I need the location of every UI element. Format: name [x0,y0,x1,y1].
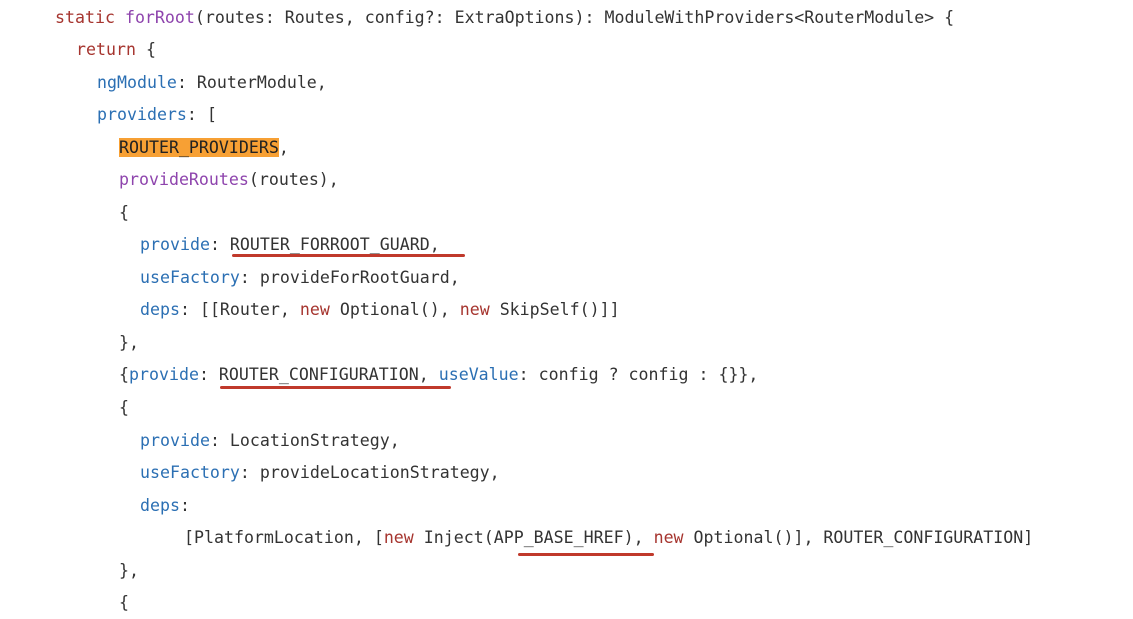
code-text: : [ [186,105,217,124]
code-text: { [119,398,129,417]
code-line-5: ROUTER_PROVIDERS, [119,131,289,164]
code-line-8: provide: ROUTER_FORROOT_GUARD, [140,228,440,261]
keyword-return: return [76,40,136,59]
property-usevalue: useValue [438,365,519,384]
code-text: Optional()], ROUTER_CONFIGURATION] [683,528,1034,547]
code-line-9: useFactory: provideForRootGuard, [140,261,460,294]
code-text: : [[Router, [179,300,300,319]
code-line-4: providers: [ [97,98,217,131]
property-usefactory: useFactory [140,463,240,482]
code-text: : LocationStrategy, [209,431,400,450]
red-underline-router-configuration [220,386,451,389]
property-usefactory: useFactory [140,268,240,287]
code-line-14: provide: LocationStrategy, [140,424,400,457]
code-text: (routes), [248,170,339,189]
keyword-new: new [383,528,414,547]
code-text: }, [119,561,139,580]
property-deps: deps [140,496,180,515]
code-line-3: ngModule: RouterModule, [97,66,327,99]
keyword-new: new [653,528,684,547]
code-text: [PlatformLocation, [ [184,528,384,547]
code-viewer: static forRoot(routes: Routes, config?: … [55,1,1033,612]
property-provide: provide [140,431,210,450]
highlighted-router-providers: ROUTER_PROVIDERS [119,138,279,157]
keyword-new: new [459,300,490,319]
code-line-1: static forRoot(routes: Routes, config?: … [55,1,954,34]
code-line-6: provideRoutes(routes), [119,163,339,196]
code-line-2: return { [76,33,156,66]
code-text: : ROUTER_CONFIGURATION, [198,365,439,384]
red-underline-forroot-guard [232,254,465,257]
red-underline-app-base-href [518,553,654,556]
code-line-15: useFactory: provideLocationStrategy, [140,456,500,489]
keyword-static: static [55,8,115,27]
code-text: }, [119,333,139,352]
keyword-new: new [299,300,330,319]
function-forroot: forRoot [124,8,195,27]
code-text: { [135,40,156,59]
code-text: : config ? config : {}}, [518,365,759,384]
code-line-19: { [119,586,129,619]
code-line-7: { [119,196,129,229]
property-provide: provide [140,235,210,254]
code-text: : ROUTER_FORROOT_GUARD, [209,235,440,254]
code-text: : provideLocationStrategy, [239,463,500,482]
code-line-10: deps: [[Router, new Optional(), new Skip… [140,293,620,326]
code-text: (routes: Routes, config?: ExtraOptions):… [194,8,955,27]
code-line-17: [PlatformLocation, [new Inject(APP_BASE_… [184,521,1033,554]
code-line-13: { [119,391,129,424]
code-text: { [119,365,129,384]
code-line-16: deps: [140,489,190,522]
code-text: SkipSelf()]] [489,300,620,319]
code-text: , [278,138,289,157]
code-text: Optional(), [329,300,460,319]
code-line-18: }, [119,554,139,587]
code-line-12: {provide: ROUTER_CONFIGURATION, useValue… [119,358,758,391]
code-text: : RouterModule, [176,73,327,92]
property-ngmodule: ngModule [97,73,177,92]
code-text: { [119,593,129,612]
property-providers: providers [97,105,187,124]
code-text: : [179,496,190,515]
function-provideroutes: provideRoutes [119,170,249,189]
code-text: { [119,203,129,222]
property-provide: provide [129,365,199,384]
code-text: : provideForRootGuard, [239,268,460,287]
code-line-11: }, [119,326,139,359]
property-deps: deps [140,300,180,319]
code-text: Inject(APP_BASE_HREF), [413,528,654,547]
